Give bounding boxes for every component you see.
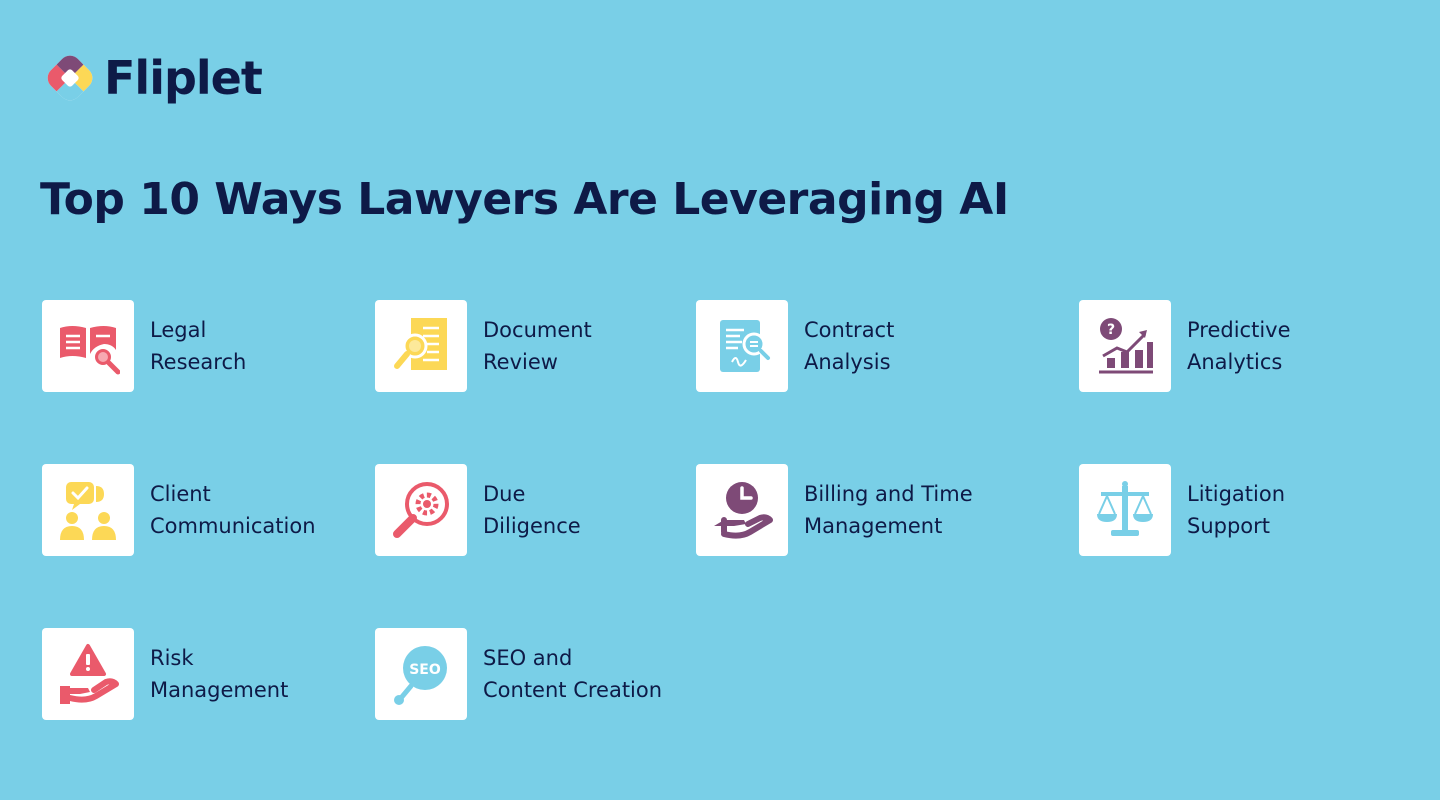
item-label: Contract Analysis xyxy=(804,318,895,374)
icon-tile xyxy=(42,300,134,392)
billing-time-icon xyxy=(714,482,773,539)
predictive-analytics-icon: ? xyxy=(1099,318,1153,374)
item-label: Due Diligence xyxy=(483,482,581,538)
litigation-support-icon xyxy=(1097,481,1153,536)
icon-tile: ? xyxy=(1079,300,1171,392)
item-client-communication: Client Communication xyxy=(42,464,316,556)
icon-tile xyxy=(696,300,788,392)
risk-management-icon xyxy=(60,644,119,704)
legal-research-icon xyxy=(60,326,120,375)
item-label: Risk Management xyxy=(150,646,289,702)
seo-content-icon: SEO xyxy=(394,646,447,705)
item-litigation-support: Litigation Support xyxy=(1079,464,1285,556)
brand-logo[interactable]: Fliplet xyxy=(42,50,263,106)
item-due-diligence: Due Diligence xyxy=(375,464,581,556)
icon-tile xyxy=(42,464,134,556)
item-label: Litigation Support xyxy=(1187,482,1286,538)
fliplet-logo-icon xyxy=(47,55,93,101)
item-label: SEO and Content Creation xyxy=(483,646,663,702)
page-title: Top 10 Ways Lawyers Are Leveraging AI xyxy=(40,174,1009,225)
due-diligence-icon xyxy=(393,482,449,538)
icon-tile xyxy=(375,300,467,392)
icon-tile xyxy=(375,464,467,556)
item-document-review: Document Review xyxy=(375,300,592,392)
contract-analysis-icon xyxy=(720,320,770,372)
icon-tile xyxy=(1079,464,1171,556)
icon-tile xyxy=(42,628,134,720)
item-billing-time-management: Billing and Time Management xyxy=(696,464,973,556)
item-legal-research: Legal Research xyxy=(42,300,246,392)
icon-tile xyxy=(696,464,788,556)
brand-name: Fliplet xyxy=(104,51,263,105)
item-label: Billing and Time Management xyxy=(804,482,973,538)
item-label: Client Communication xyxy=(150,482,316,538)
item-predictive-analytics: ? Predictive Analytics xyxy=(1079,300,1291,392)
item-contract-analysis: Contract Analysis xyxy=(696,300,894,392)
svg-text:?: ? xyxy=(1107,322,1115,338)
client-communication-icon xyxy=(60,482,116,540)
document-review-icon xyxy=(394,318,447,370)
svg-text:SEO: SEO xyxy=(409,662,441,678)
item-label: Document Review xyxy=(483,318,592,374)
icon-tile: SEO xyxy=(375,628,467,720)
item-label: Predictive Analytics xyxy=(1187,318,1291,374)
item-seo-content-creation: SEO SEO and Content Creation xyxy=(375,628,662,720)
item-label: Legal Research xyxy=(150,318,247,374)
item-risk-management: Risk Management xyxy=(42,628,288,720)
